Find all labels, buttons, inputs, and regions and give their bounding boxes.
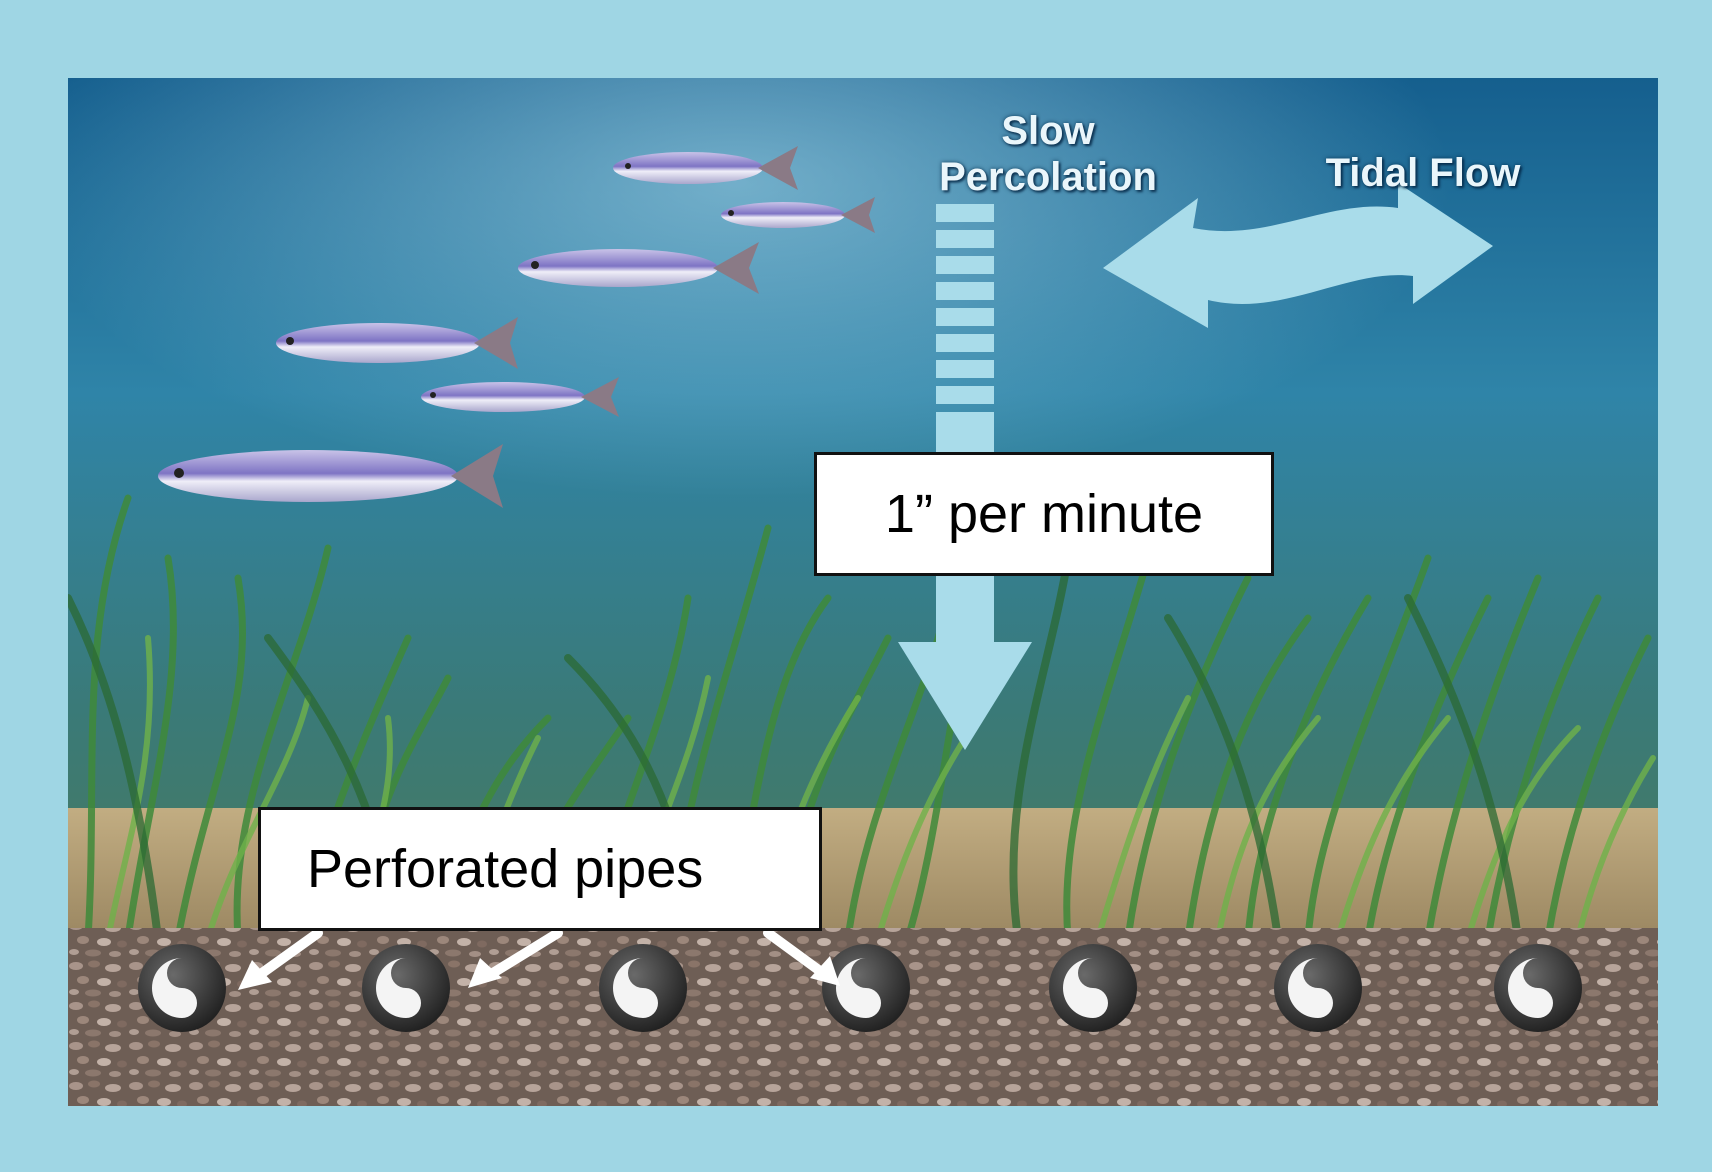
fish-school [158, 146, 875, 508]
tidal-flow-label: Tidal Flow [1325, 151, 1521, 195]
fish-icon [276, 317, 518, 369]
double-headed-wave-arrow-icon [1103, 183, 1493, 328]
pointer-arrow-3-head [810, 956, 840, 986]
pointer-arrow-1-head [238, 960, 272, 990]
pointer-arrow-2 [483, 928, 563, 981]
surface-light [68, 78, 1658, 778]
perforated-pipe-icon [362, 944, 450, 1032]
perforated-pipe-icon [822, 944, 910, 1032]
pipe-pointer-arrows [238, 928, 840, 990]
perforated-pipes-text: Perforated pipes [307, 839, 704, 899]
perforated-pipe-icon [1494, 944, 1582, 1032]
slow-label-line1: Slow [1001, 109, 1095, 153]
pointer-arrow-3 [763, 928, 825, 976]
pointer-arrow-1 [253, 928, 323, 981]
fish-icon [421, 377, 619, 417]
fish-icon [158, 444, 503, 508]
perforated-pipe-icon [1274, 944, 1362, 1032]
fish-icon [721, 197, 875, 233]
scene-illustration [68, 78, 1658, 1106]
perforated-pipe-icon [1049, 944, 1137, 1032]
pointer-arrow-2-head [468, 958, 502, 988]
perforated-pipe-icon [599, 944, 687, 1032]
perforated-pipes [138, 944, 1582, 1032]
fish-icon [518, 242, 759, 294]
percolation-rate-text: 1” per minute [884, 484, 1204, 544]
perforated-pipe-icon [138, 944, 226, 1032]
aquatic-scene: Slow Percolation Tidal Flow 1” per minut… [68, 78, 1658, 1106]
fish-icon [613, 146, 798, 190]
slow-label-line2: Percolation [939, 155, 1157, 199]
perforated-pipes-box: Perforated pipes [258, 807, 822, 931]
percolation-rate-box: 1” per minute [814, 452, 1274, 576]
slow-percolation-label: Slow Percolation [898, 108, 1198, 200]
